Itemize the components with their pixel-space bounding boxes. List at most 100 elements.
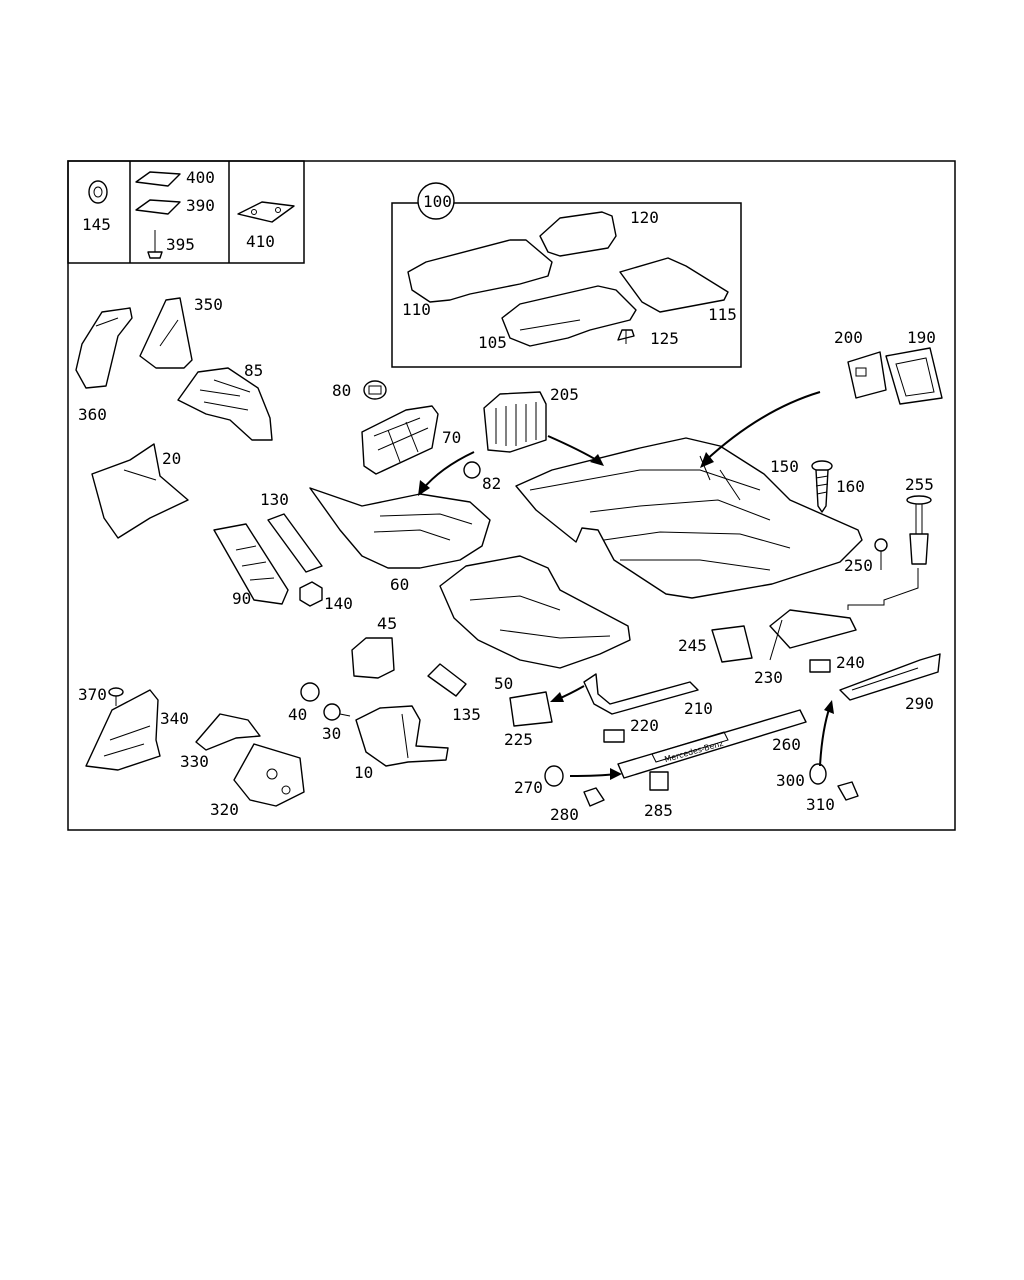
part-110-front-mat	[407, 239, 553, 303]
label-225: 225	[504, 730, 533, 749]
part-280-clip	[583, 787, 605, 807]
label-60: 60	[390, 575, 409, 594]
part-240-clip	[809, 659, 831, 673]
part-82-grommet	[463, 461, 481, 479]
part-160-screw	[811, 460, 833, 513]
part-220-clip	[603, 729, 625, 743]
part-210-trim	[583, 673, 699, 715]
part-340-panel	[85, 689, 161, 771]
part-60-front-carpet	[309, 487, 491, 569]
label-50: 50	[494, 674, 513, 693]
label-190: 190	[907, 328, 936, 347]
part-260-sill-plate	[617, 709, 807, 779]
label-230: 230	[754, 668, 783, 687]
part-30-fastener	[323, 703, 351, 721]
part-270-plug	[544, 765, 564, 787]
part-120-front-mat	[539, 211, 617, 257]
label-280: 280	[550, 805, 579, 824]
label-110: 110	[402, 300, 431, 319]
part-205-mat	[483, 391, 547, 453]
label-140: 140	[324, 594, 353, 613]
part-360-panel	[75, 307, 133, 389]
label-115: 115	[708, 305, 737, 324]
part-310-clip	[837, 781, 859, 801]
part-290-sill	[839, 653, 941, 701]
label-350: 350	[194, 295, 223, 314]
part-rear-carpet	[439, 555, 631, 669]
inset-boxes	[67, 160, 305, 264]
part-145-clip	[88, 180, 108, 204]
part-200-cover	[847, 351, 887, 399]
part-255-clip	[906, 495, 932, 565]
label-210: 210	[684, 699, 713, 718]
part-250-screw	[874, 538, 888, 570]
part-225-clip	[509, 691, 553, 727]
label-145: 145	[82, 215, 111, 234]
floor-mats-box	[391, 182, 742, 368]
label-260: 260	[772, 735, 801, 754]
label-220: 220	[630, 716, 659, 735]
part-135-pad	[427, 663, 467, 697]
part-140-nut	[299, 581, 323, 607]
label-80: 80	[332, 381, 351, 400]
label-130: 130	[260, 490, 289, 509]
part-105-rear-mat	[501, 285, 637, 347]
label-200: 200	[834, 328, 863, 347]
diagram-frame	[67, 160, 956, 831]
part-90-bracket	[213, 523, 289, 605]
part-395-screw	[147, 230, 163, 259]
label-390: 390	[186, 196, 215, 215]
part-350-bracket	[139, 297, 193, 369]
label-395: 395	[166, 235, 195, 254]
part-40-plug	[300, 682, 320, 702]
label-270: 270	[514, 778, 543, 797]
part-245-clip	[711, 625, 753, 663]
label-150: 150	[770, 457, 799, 476]
label-70: 70	[442, 428, 461, 447]
label-255: 255	[905, 475, 934, 494]
part-400-pad	[135, 171, 181, 187]
part-10-panel	[355, 705, 449, 767]
part-130-pad	[267, 513, 323, 573]
label-160: 160	[836, 477, 865, 496]
label-30: 30	[322, 724, 341, 743]
part-45-clip	[351, 637, 395, 679]
label-40: 40	[288, 705, 307, 724]
part-300-plug	[809, 763, 827, 785]
label-135: 135	[452, 705, 481, 724]
part-125-fastener	[617, 329, 635, 344]
leader-250-255	[847, 568, 919, 610]
label-240: 240	[836, 653, 865, 672]
part-285-clip	[649, 771, 669, 791]
label-205: 205	[550, 385, 579, 404]
label-105: 105	[478, 333, 507, 352]
label-125: 125	[650, 329, 679, 348]
part-230-trim	[769, 609, 857, 661]
part-70-mesh-panel	[361, 405, 439, 475]
part-150-main-carpet	[515, 437, 863, 599]
part-330-bracket	[195, 713, 261, 751]
label-100: 100	[423, 192, 452, 211]
label-360: 360	[78, 405, 107, 424]
label-300: 300	[776, 771, 805, 790]
label-10: 10	[354, 763, 373, 782]
label-370: 370	[78, 685, 107, 704]
label-120: 120	[630, 208, 659, 227]
label-410: 410	[246, 232, 275, 251]
part-80-grommet	[363, 380, 387, 400]
label-290: 290	[905, 694, 934, 713]
label-20: 20	[162, 449, 181, 468]
label-82: 82	[482, 474, 501, 493]
part-115-rear-mat	[619, 257, 729, 313]
label-330: 330	[180, 752, 209, 771]
part-320-bracket	[233, 743, 305, 807]
assembly-arrows	[418, 391, 834, 780]
label-245: 245	[678, 636, 707, 655]
part-85-cover	[177, 367, 273, 441]
part-20-panel	[91, 443, 189, 539]
label-340: 340	[160, 709, 189, 728]
label-85: 85	[244, 361, 263, 380]
part-390-pad	[135, 199, 181, 215]
label-400: 400	[186, 168, 215, 187]
